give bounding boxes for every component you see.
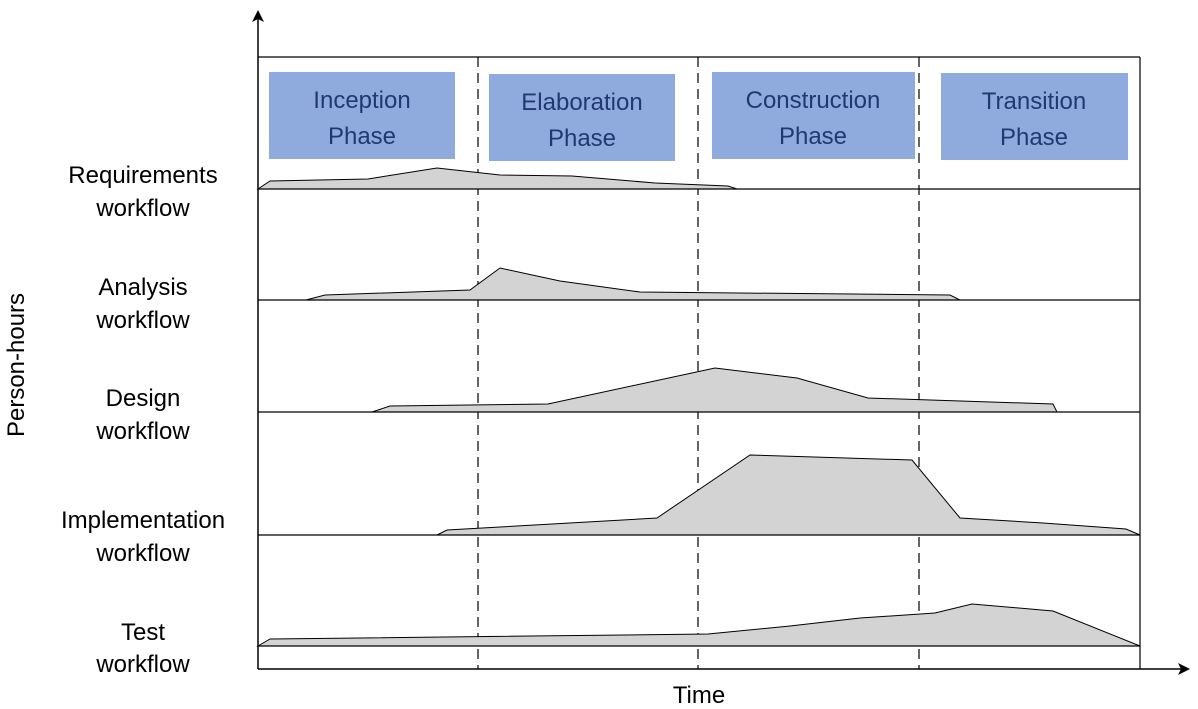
test-effort-area [256,603,1141,647]
workflow-label-implementation: Implementation workflow [61,507,225,567]
phase-label-line2: Phase [779,123,847,150]
phase-label-line1: Inception [313,87,410,114]
phase-label-line2: Phase [328,123,396,150]
phase-transition: Transition Phase [941,73,1128,160]
phase-label-line1: Transition [982,88,1086,115]
workflow-label-analysis: Analysis workflow [95,274,190,334]
lane-implementation [258,454,1141,536]
analysis-effort-area [305,267,961,301]
workflow-label-design: Design workflow [95,385,190,445]
phase-boundaries [477,57,920,669]
workflow-label-line2: workflow [95,307,190,334]
phase-label-line2: Phase [548,125,616,152]
workflow-label-line1: Design [106,385,181,412]
workflow-label-line2: workflow [95,418,190,445]
phase-box [712,72,915,159]
implementation-effort-area [436,454,1141,536]
lane-analysis [258,267,1140,301]
x-axis-label: Time [673,682,725,709]
lane-design [258,367,1140,413]
workflow-label-line1: Implementation [61,507,225,534]
workflow-label-line1: Requirements [68,162,217,189]
phase-label-line1: Elaboration [521,89,642,116]
y-axis-label: Person-hours [3,293,30,437]
lane-test [256,603,1141,647]
workflow-label-requirements: Requirements workflow [68,162,217,222]
workflow-label-line2: workflow [95,195,190,222]
phase-inception: Inception Phase [269,72,455,159]
workflow-label-test: Test workflow [95,619,190,678]
phase-box [269,72,455,159]
workflow-label-line1: Analysis [98,274,187,301]
phase-box [489,74,675,161]
phase-construction: Construction Phase [712,72,915,159]
phase-box [941,73,1128,160]
requirements-effort-area [256,167,738,190]
workflow-label-line1: Test [121,619,165,646]
phase-label-line1: Construction [746,87,881,114]
workflow-label-line2: workflow [95,540,190,567]
design-effort-area [371,367,1058,413]
lane-requirements [256,167,1140,190]
workflow-label-line2: workflow [95,651,190,678]
phase-label-line2: Phase [1000,124,1068,151]
phase-elaboration: Elaboration Phase [489,74,675,161]
